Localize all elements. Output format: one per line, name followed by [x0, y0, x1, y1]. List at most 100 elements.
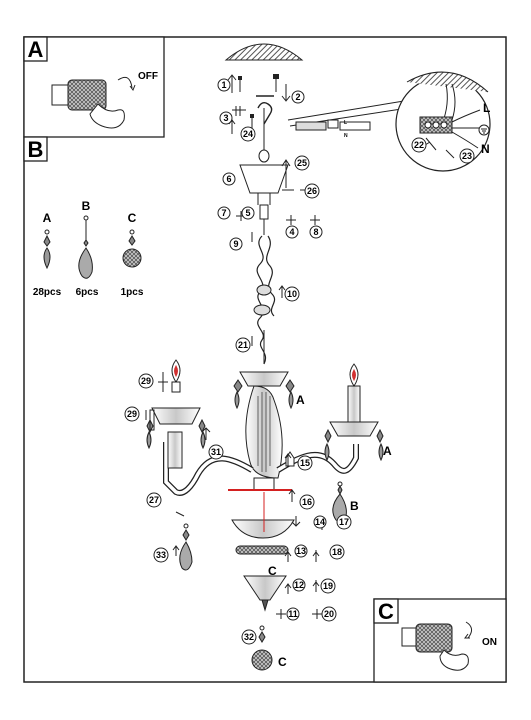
svg-text:23: 23: [462, 151, 472, 161]
panel-a: A OFF: [23, 36, 165, 138]
svg-text:3: 3: [223, 113, 228, 123]
svg-text:5: 5: [245, 208, 250, 218]
panel-b: B: [23, 136, 48, 162]
part-20: 20: [321, 606, 337, 622]
part-19: 19: [320, 578, 336, 594]
svg-text:32: 32: [244, 632, 254, 642]
svg-text:29: 29: [127, 409, 137, 419]
crystal-legend: A 28pcs B 6pcs C 1pcs: [33, 199, 144, 298]
svg-text:2: 2: [295, 92, 300, 102]
svg-text:24: 24: [243, 129, 253, 139]
part-31: 31: [208, 444, 224, 460]
part-4: 4: [285, 225, 299, 239]
part-23: 23: [459, 148, 475, 164]
part-5: 5: [241, 206, 255, 220]
svg-text:26: 26: [307, 186, 317, 196]
ceiling-canopy: [224, 43, 304, 61]
crystal-b-icon: [78, 215, 93, 279]
wire-neutral-label: N: [481, 142, 490, 156]
drop-b-tag: B: [350, 499, 359, 513]
part-33: 33: [153, 547, 169, 563]
wire-neutral-small: N: [344, 133, 348, 139]
chain-assembly: [239, 108, 289, 365]
svg-text:16: 16: [302, 497, 312, 507]
part-10: 10: [284, 286, 300, 302]
loose-drop-crystal: [179, 523, 193, 571]
ball-c-tag: C: [278, 655, 287, 669]
part-26: 26: [304, 183, 320, 199]
panel-a-letter: A: [28, 37, 44, 62]
svg-text:33: 33: [156, 550, 166, 560]
part-29-lower: 29: [124, 406, 140, 422]
crystal-c-letter: C: [128, 211, 137, 225]
svg-text:12: 12: [294, 580, 304, 590]
svg-text:27: 27: [149, 495, 159, 505]
mounting-hardware: [227, 74, 291, 130]
sheet-border: [23, 36, 507, 683]
panel-b-letter: B: [28, 137, 44, 162]
supply-wiring: L N: [287, 99, 411, 139]
svg-text:25: 25: [297, 158, 307, 168]
svg-text:10: 10: [287, 289, 297, 299]
part-21: 21: [235, 337, 251, 353]
upper-bowl: [233, 371, 295, 410]
fastener-arrows: [145, 119, 326, 619]
braided-ring: [235, 545, 289, 555]
svg-text:6: 6: [226, 174, 231, 184]
panel-c: C ON: [373, 598, 507, 683]
crystal-b-count: 6pcs: [76, 287, 99, 298]
arm-right-tag: A: [383, 444, 392, 458]
svg-text:31: 31: [211, 447, 221, 457]
part-29-upper: 29: [138, 373, 154, 389]
part-14: 14: [313, 515, 327, 529]
svg-text:17: 17: [339, 517, 349, 527]
part-15: 15: [297, 455, 313, 471]
earth-icon: [478, 124, 490, 136]
crystal-a-icon: [43, 229, 51, 270]
part-16: 16: [299, 494, 315, 510]
glass-body: [245, 385, 283, 491]
crystal-c-count: 1pcs: [121, 287, 144, 298]
part-27: 27: [146, 492, 162, 508]
svg-text:9: 9: [233, 239, 238, 249]
part-24: 24: [240, 126, 256, 142]
crystal-b-letter: B: [82, 199, 91, 213]
svg-text:22: 22: [414, 140, 424, 150]
part-2: 2: [291, 90, 305, 104]
part-9: 9: [229, 237, 243, 251]
svg-text:4: 4: [289, 227, 294, 237]
arm-left-tag: A: [296, 393, 305, 407]
svg-text:1: 1: [221, 80, 226, 90]
part-17: 17: [336, 514, 352, 530]
svg-text:20: 20: [324, 609, 334, 619]
part-1: 1: [217, 78, 231, 92]
part-number-labels: 1 2 3 24 22 23 25 6 26 7 5 4 8 9 10 21 2…: [124, 78, 475, 645]
part-32: 32: [241, 629, 257, 645]
part-22: 22: [411, 137, 427, 153]
svg-text:21: 21: [238, 340, 248, 350]
part-8: 8: [309, 225, 323, 239]
part-11: 11: [286, 607, 300, 621]
part-6: 6: [222, 172, 236, 186]
off-label: OFF: [138, 71, 158, 82]
crystal-a-letter: A: [43, 211, 52, 225]
on-label: ON: [482, 637, 497, 648]
svg-text:19: 19: [323, 581, 333, 591]
part-7: 7: [217, 206, 231, 220]
part-13: 13: [294, 544, 308, 558]
crystal-a-count: 28pcs: [33, 287, 62, 298]
bulb-removal-icon: [51, 76, 136, 129]
left-arm: [146, 359, 254, 496]
svg-text:18: 18: [332, 547, 342, 557]
part-3: 3: [219, 111, 233, 125]
svg-text:29: 29: [141, 376, 151, 386]
svg-text:8: 8: [313, 227, 318, 237]
wire-live-small: L: [344, 120, 347, 126]
right-arm: [276, 363, 384, 474]
lower-dish: [231, 492, 295, 539]
part-12: 12: [292, 578, 306, 592]
bowl-c-tag: C: [268, 564, 277, 578]
part-18: 18: [329, 544, 345, 560]
crystal-c-icon: [122, 229, 142, 268]
